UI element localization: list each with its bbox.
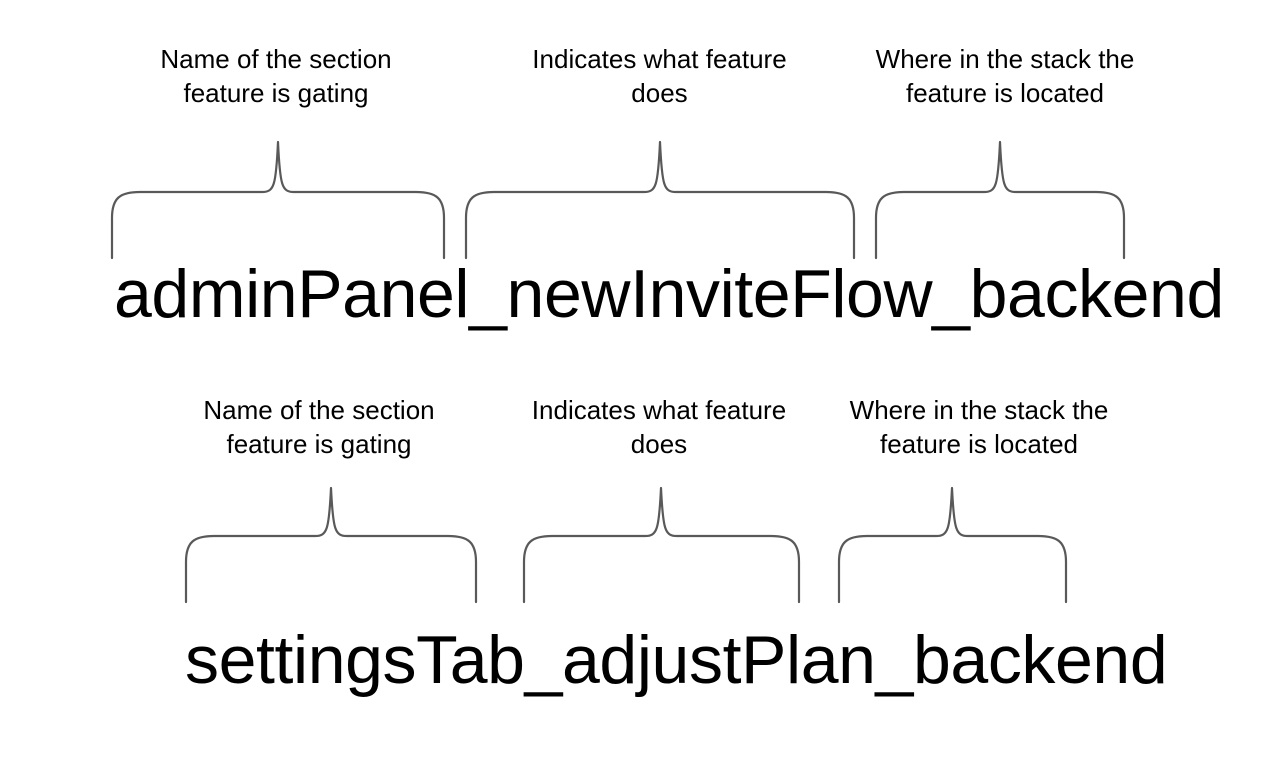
caption-row1-segment3: Where in the stack the feature is locate… (875, 44, 1135, 109)
caption-row1-segment1: Name of the section feature is gating (160, 44, 392, 109)
brace-row2-segment3 (837, 486, 1068, 604)
caption-row2-segment3: Where in the stack the feature is locate… (849, 395, 1109, 460)
caption-row2-segment1: Name of the section feature is gating (203, 395, 435, 460)
caption-row1-segment2: Indicates what feature does (532, 44, 787, 109)
brace-row2-segment1 (184, 486, 478, 604)
brace-row1-segment2 (464, 140, 856, 260)
brace-row1-segment3 (874, 140, 1126, 260)
brace-row2-segment2 (522, 486, 801, 604)
feature-flag-name-row2: settingsTab_adjustPlan_backend (185, 622, 1168, 698)
brace-row1-segment1 (110, 140, 446, 260)
caption-row2-segment2: Indicates what feature does (531, 395, 787, 460)
feature-flag-name-row1: adminPanel_newInviteFlow_backend (114, 256, 1224, 332)
